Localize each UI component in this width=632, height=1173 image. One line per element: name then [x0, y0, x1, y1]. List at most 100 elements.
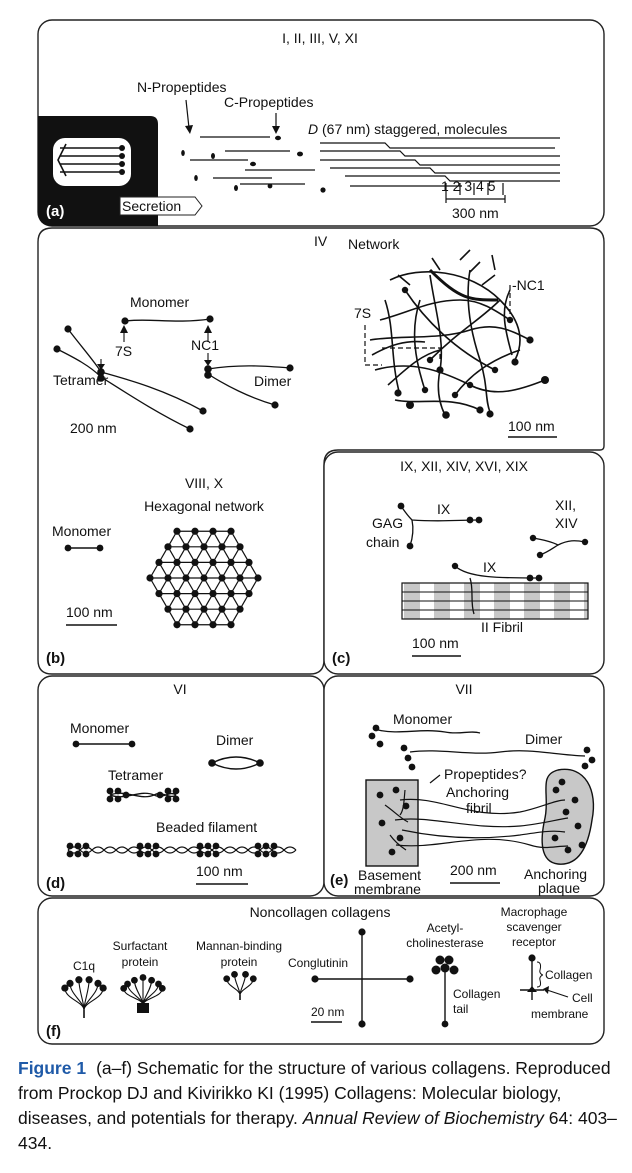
- panel-e-scale: 200 nm: [450, 862, 497, 878]
- bouquet-head: [139, 974, 147, 981]
- bouquet-head: [131, 976, 138, 984]
- panel-e: VII Monomer Dimer Propeptides? Anchoring…: [323, 675, 605, 897]
- tetramer-bead: [114, 787, 122, 795]
- hex-node: [182, 574, 190, 582]
- c-propeptides-label: C-Propeptides: [224, 94, 314, 110]
- hex-node: [218, 543, 226, 551]
- panel-a-label: (a): [46, 203, 64, 220]
- tetramer-bead: [122, 791, 130, 799]
- panel-d-frame: [37, 675, 325, 897]
- basement-label-2: membrane: [354, 881, 421, 897]
- collagen-tail-label-2: tail: [453, 1002, 468, 1016]
- figure-label: Figure 1: [18, 1058, 87, 1078]
- beaded-bead: [204, 850, 212, 858]
- hex-node: [173, 527, 181, 535]
- stagger-markers: [445, 183, 506, 203]
- type-iv-nodes: [53, 315, 294, 433]
- macro-label-2: scavenger: [506, 920, 561, 934]
- basement-label-1: Basement: [358, 867, 421, 883]
- panel-f-scale: 20 nm: [311, 1005, 344, 1019]
- conglutinin-label: Conglutinin: [288, 956, 348, 970]
- beaded-bead: [74, 850, 82, 858]
- hex-node: [146, 574, 154, 582]
- hexagonal-network: [146, 527, 262, 629]
- tetramer-bead: [172, 787, 180, 795]
- bouquet-head: [223, 975, 231, 983]
- membrane-marker: [527, 986, 537, 992]
- procollagen-molecules: [190, 136, 315, 185]
- cell-membrane-pointer: [546, 989, 569, 998]
- hex-node: [191, 621, 199, 629]
- n-propeptides-label: N-Propeptides: [137, 79, 227, 95]
- surfactant-label-2: protein: [122, 955, 159, 969]
- beaded-bead: [136, 842, 144, 850]
- monomer2-end-left: [64, 544, 72, 552]
- acetylcholinesterase-molecule: [431, 955, 459, 975]
- hexagonal-label: Hexagonal network: [144, 498, 265, 514]
- beaded-bead: [74, 842, 82, 850]
- hex-node: [227, 621, 235, 629]
- beaded-label: Beaded filament: [156, 819, 257, 835]
- hex-node: [200, 574, 208, 582]
- hex-node: [236, 543, 244, 551]
- beaded-bead: [254, 850, 262, 858]
- hex-node: [227, 589, 235, 598]
- panel-b-scale-right: 100 nm: [508, 418, 555, 434]
- stagger-ticks: 1 2 3 4 5: [441, 178, 496, 194]
- hex-node: [254, 574, 262, 582]
- panel-e-types: VII: [455, 681, 472, 697]
- collagen-brace: [536, 961, 544, 988]
- nc1-left-label: NC1: [191, 337, 219, 353]
- beaded-bead: [82, 842, 90, 850]
- cell-inner: [53, 138, 131, 186]
- caption-citation: 64: 403–434.: [18, 1108, 617, 1153]
- hex-node: [155, 558, 163, 567]
- monomer2-end-right: [96, 544, 104, 552]
- 7s-right-pointer: [364, 325, 441, 366]
- staggered-d: D: [308, 121, 318, 137]
- bouquet-head: [61, 984, 69, 992]
- network-nodes: [394, 286, 549, 419]
- beaded-bead: [262, 850, 270, 858]
- monomer-strand: [124, 318, 211, 322]
- bouquet-head: [148, 976, 155, 984]
- beaded-bead: [270, 842, 278, 850]
- cell-membrane-arrowhead: [543, 986, 549, 994]
- gag-label-1: GAG: [372, 515, 403, 531]
- hex-node: [245, 558, 253, 567]
- beaded-bead: [66, 850, 74, 858]
- tetramer-bead: [106, 787, 114, 795]
- bouquet-head: [249, 975, 257, 983]
- hex-node: [182, 543, 190, 551]
- tetramer-bead: [164, 787, 172, 795]
- secretion-arrow: [119, 196, 203, 216]
- panel-d-types: VI: [173, 681, 186, 697]
- tetramer-d-chain: [106, 787, 180, 803]
- nc1-right-text: NC1: [517, 277, 545, 293]
- anchoring-fibrils: [384, 789, 569, 851]
- secretion-label: Secretion: [122, 198, 181, 214]
- tetramer-d-label: Tetramer: [108, 767, 164, 783]
- beaded-bead: [82, 850, 90, 858]
- hex-node: [182, 605, 190, 613]
- panel-a-scale: 300 nm: [452, 205, 499, 221]
- panel-c-types: IX, XII, XIV, XVI, XIX: [400, 458, 529, 474]
- panel-b-types-bottom: VIII, X: [185, 475, 224, 491]
- c1q-label: C1q: [73, 959, 95, 973]
- beaded-bead: [204, 842, 212, 850]
- panel-f: Noncollagen collagens C1q Surfactant pro…: [37, 897, 605, 1045]
- panel-c: IX, XII, XIV, XVI, XIX IX GAG chain XII,…: [323, 451, 605, 675]
- panel-f-frame: [37, 897, 605, 1045]
- bouquet-head: [124, 980, 131, 988]
- panel-b: IV Network: [37, 227, 605, 675]
- beaded-bead: [136, 850, 144, 858]
- tetramer-bead: [172, 795, 180, 803]
- beaded-filament: [66, 842, 297, 858]
- nc1-right-dash: -: [512, 277, 517, 293]
- bouquet-base: [137, 1003, 149, 1013]
- conglutinin-molecule: [318, 935, 407, 1022]
- hex-node: [173, 589, 181, 598]
- staggered-rest: (67 nm) staggered, molecules: [318, 121, 507, 137]
- panel-f-label: (f): [46, 1023, 61, 1040]
- tetramer-strand-3: [100, 371, 204, 412]
